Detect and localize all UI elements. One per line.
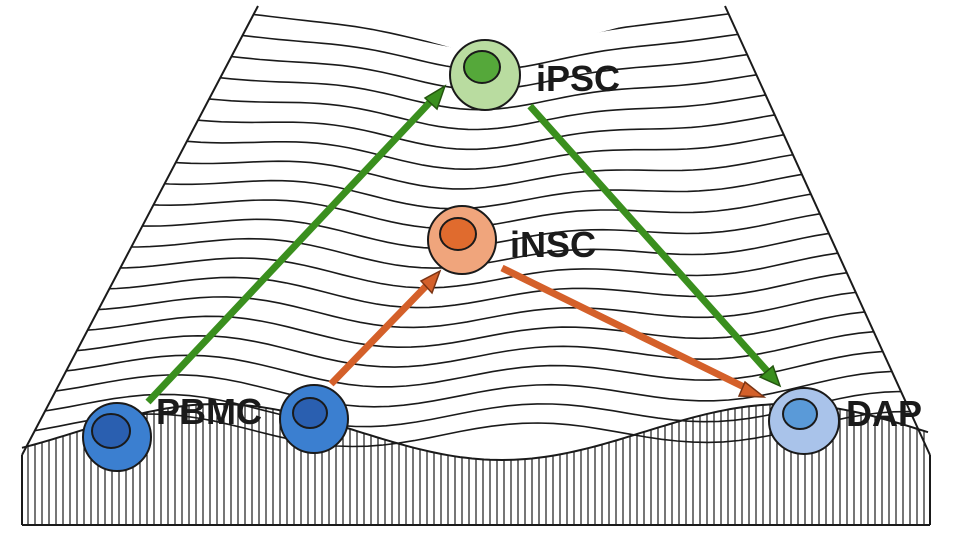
insc-cell bbox=[427, 205, 497, 275]
contour-line bbox=[169, 131, 804, 171]
contour-line bbox=[101, 250, 862, 289]
label-ipsc: iPSC bbox=[536, 58, 620, 99]
arrow-insc-to-dap bbox=[500, 264, 767, 398]
contour-line bbox=[56, 330, 902, 368]
contour-line bbox=[68, 310, 892, 349]
contour-line bbox=[191, 91, 784, 131]
contour-line bbox=[146, 171, 823, 210]
pbmc-cell-left bbox=[82, 402, 152, 472]
arrow-pbmc2-to-insc bbox=[328, 269, 442, 387]
contour-line bbox=[90, 270, 872, 309]
arrow-ipsc-to-dap bbox=[527, 103, 782, 388]
landscape-right-edge bbox=[724, 5, 931, 456]
contour-line bbox=[180, 111, 794, 151]
label-insc: iNSC bbox=[510, 224, 596, 265]
landscape-left-edge bbox=[21, 5, 259, 456]
contour-line bbox=[158, 151, 814, 190]
ipsc-cell bbox=[449, 39, 521, 111]
contour-line bbox=[247, 6, 736, 31]
dap-cell bbox=[768, 387, 840, 455]
arrow-pbmc-to-ipsc bbox=[145, 84, 447, 405]
pbmc-cell-right bbox=[279, 384, 349, 454]
label-dap: DAP bbox=[846, 393, 922, 434]
contour-line bbox=[34, 370, 921, 408]
label-pbmc: PBMC bbox=[156, 391, 262, 432]
contour-line bbox=[79, 290, 882, 329]
